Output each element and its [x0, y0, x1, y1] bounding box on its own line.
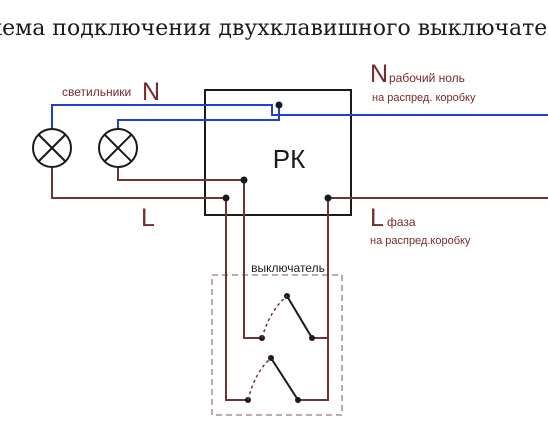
- switch-blade-2: [270, 357, 299, 401]
- junction-dot: [222, 194, 230, 202]
- phase-label-right-text: фаза: [387, 215, 416, 229]
- neutral-label-right-sub: на распред. коробку: [372, 92, 476, 104]
- diagram-title: Схема подключения двухклавишного выключа…: [0, 16, 548, 41]
- switch-out-wire-2: [243, 180, 262, 339]
- switch-arc-1: [261, 295, 288, 339]
- lamps-label: светильники: [62, 85, 131, 99]
- switch-common-wire: [298, 198, 329, 401]
- switch-blade-1: [286, 295, 313, 339]
- neutral-wires: [51, 104, 548, 128]
- switch-label: выключатель: [251, 261, 325, 275]
- switch-arc-2: [247, 357, 272, 401]
- junction-box-label: РК: [273, 144, 306, 174]
- lamp-1: [32, 128, 72, 168]
- neutral-label-right-letter: N: [370, 60, 388, 88]
- switch-out-wire-1: [225, 198, 248, 401]
- phase-junction-dots: [222, 176, 332, 202]
- junction-dot: [324, 194, 332, 202]
- switch-enclosure: [211, 274, 343, 416]
- lamp1-phase-wire: [51, 168, 226, 199]
- phase-label-left: L: [141, 204, 155, 232]
- neutral-label-left: N: [142, 78, 160, 106]
- neutral-label-right-text: рабочий ноль: [389, 71, 465, 85]
- neutral-wire-lamp2: [117, 105, 280, 128]
- switch-contacts: [245, 293, 315, 403]
- phase-label-right-letter: L: [370, 204, 384, 232]
- neutral-junction-dot: [275, 101, 283, 109]
- lamp-2: [98, 128, 138, 168]
- phase-wires: [51, 168, 548, 401]
- junction-dot: [240, 176, 248, 184]
- phase-label-right-sub: на распред.коробку: [370, 235, 471, 247]
- junction-box: [204, 89, 352, 216]
- neutral-wire-lamp1: [51, 104, 548, 128]
- lamp2-phase-wire: [117, 168, 244, 181]
